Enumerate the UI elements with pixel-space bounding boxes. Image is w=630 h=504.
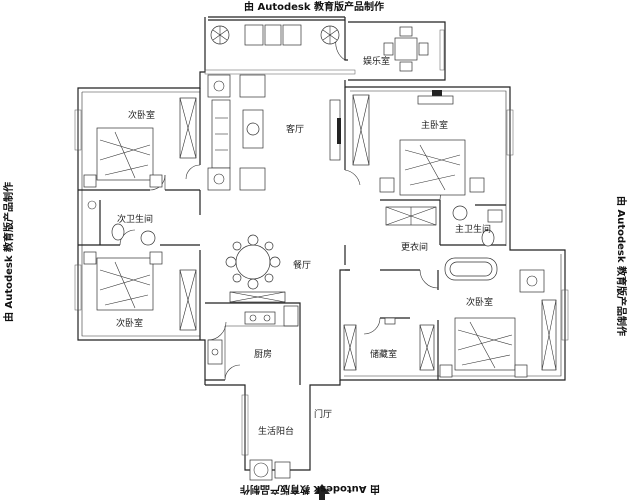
room-label-entertainment: 娱乐室 <box>363 55 390 67</box>
room-label-master-bath: 主卫生间 <box>455 223 491 235</box>
bed-bottom-left-icon <box>83 251 197 331</box>
sideboard-icon <box>229 291 286 303</box>
master-bed-icon <box>379 90 485 196</box>
windows <box>74 29 569 456</box>
entrance-arrow-icon <box>314 484 330 500</box>
washing-machine-icon <box>249 459 291 481</box>
secondary-bath-fixtures-icon <box>87 200 156 246</box>
room-label-dining: 餐厅 <box>293 259 311 271</box>
room-label-secondary-bedroom-right: 次卧室 <box>466 296 493 308</box>
bed-right-icon <box>439 269 557 378</box>
master-bath-fixtures-icon <box>444 205 503 281</box>
room-labels: 娱乐室 客厅 主卧室 次卧室 次卫生间 次卧室 餐厅 主卫生间 更衣间 厨房 储… <box>116 55 493 437</box>
room-label-master-bedroom: 主卧室 <box>421 119 448 131</box>
tv-cabinet-icon <box>329 99 341 161</box>
sofa-set-icon <box>207 74 266 191</box>
kitchen-counter-icon <box>207 305 299 378</box>
balcony-chairs-icon <box>210 24 340 46</box>
wardrobe-icon <box>352 94 437 226</box>
room-label-utility-balcony: 生活阳台 <box>258 425 294 437</box>
watermark-right: 由 Autodesk 教育版产品制作 <box>615 196 628 336</box>
mahjong-table-icon <box>383 26 429 72</box>
watermarks: 由 Autodesk 教育版产品制作 由 Autodesk 教育版产品制作 由 … <box>2 0 628 496</box>
room-label-foyer: 门厅 <box>314 408 332 420</box>
room-label-secondary-bedroom-top: 次卧室 <box>128 109 155 121</box>
room-label-storage: 储藏室 <box>370 348 397 360</box>
watermark-left: 由 Autodesk 教育版产品制作 <box>2 182 15 322</box>
room-label-secondary-bedroom-left: 次卧室 <box>116 317 143 329</box>
room-label-secondary-bath: 次卫生间 <box>117 213 153 225</box>
storage-shelves-icon <box>343 317 435 371</box>
watermark-top: 由 Autodesk 教育版产品制作 <box>244 0 384 13</box>
room-label-kitchen: 厨房 <box>254 348 272 360</box>
watermark-bottom: 由 Autodesk 教育版产品制作 <box>240 483 380 496</box>
interior-walls <box>78 87 506 385</box>
room-label-living: 客厅 <box>286 123 304 135</box>
dining-table-icon <box>225 234 281 290</box>
room-label-walk-in-closet: 更衣间 <box>401 241 428 253</box>
outer-walls <box>77 16 566 471</box>
bed-top-left-icon <box>83 97 197 188</box>
